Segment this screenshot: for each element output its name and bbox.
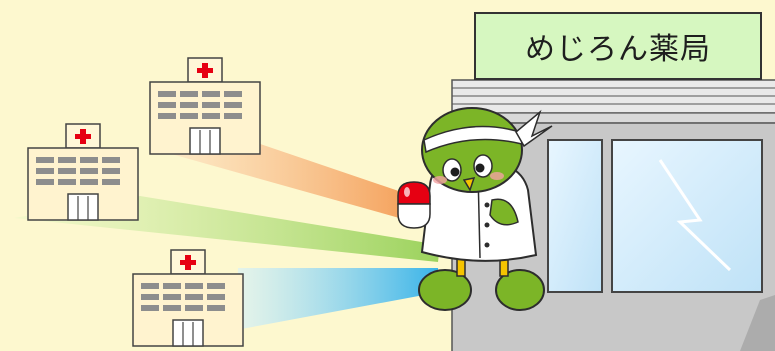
pharmacy-sign: めじろん薬局 <box>474 12 762 80</box>
hospital-icon <box>149 57 261 155</box>
beam-blue <box>236 268 440 330</box>
pharmacy-name: めじろん薬局 <box>525 32 711 67</box>
capsule-icon <box>397 181 431 229</box>
mejiron-mascot <box>397 107 553 311</box>
hospital-icon <box>132 249 244 347</box>
hospital-icon <box>27 123 139 221</box>
